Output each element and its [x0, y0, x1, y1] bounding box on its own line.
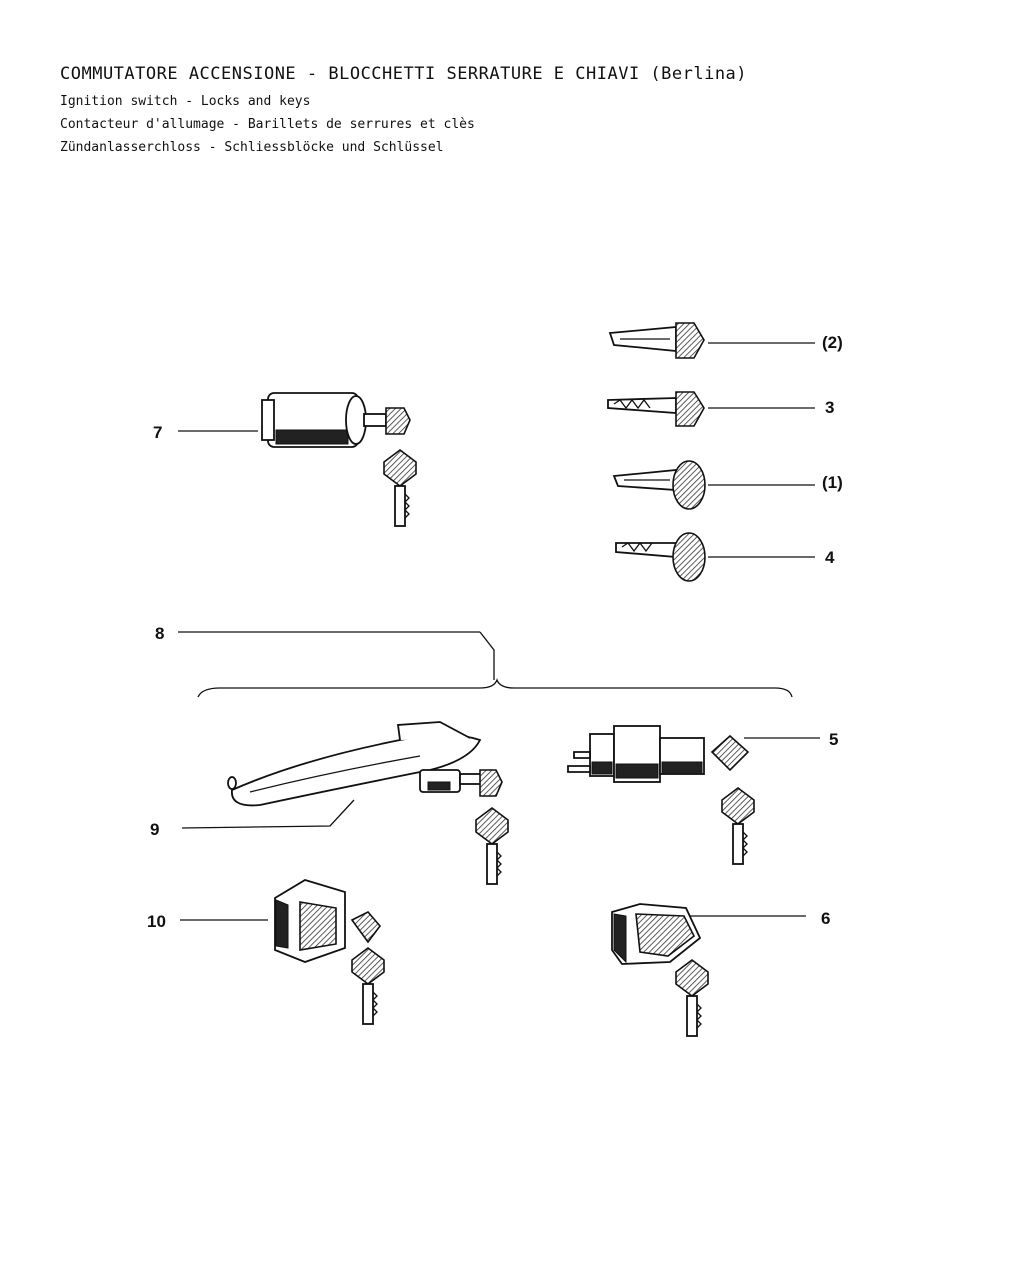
key-4: [615, 532, 815, 582]
callout-3: 3: [825, 398, 834, 417]
callout-1: (1): [822, 473, 843, 492]
door-handle-icon: [181, 721, 509, 885]
callout-10: 10: [147, 912, 166, 931]
callout-7: 7: [153, 423, 162, 442]
lock-cylinder-icon: [567, 725, 820, 865]
callout-6: 6: [821, 909, 830, 928]
key-2: [608, 322, 815, 359]
subtitle-english: Ignition switch - Locks and keys: [60, 94, 311, 109]
subtitle-german: Zündanlasserchloss - Schliessblöcke und …: [60, 140, 444, 155]
callout-8: 8: [155, 624, 164, 643]
key-1: [612, 460, 815, 510]
callout-9: 9: [150, 820, 159, 839]
ignition-switch-icon: [178, 392, 417, 527]
callout-4: 4: [825, 548, 835, 567]
callout-2: (2): [822, 333, 843, 352]
trunk-lock-icon: [180, 879, 385, 1025]
group-bracket: [178, 631, 793, 698]
subtitle-french: Contacteur d'allumage - Barillets de ser…: [60, 117, 475, 132]
page-title: COMMUTATORE ACCENSIONE - BLOCCHETTI SERR…: [60, 64, 748, 84]
key-3: [607, 391, 815, 427]
callout-5: 5: [829, 730, 838, 749]
glovebox-lock-icon: [611, 903, 806, 1037]
